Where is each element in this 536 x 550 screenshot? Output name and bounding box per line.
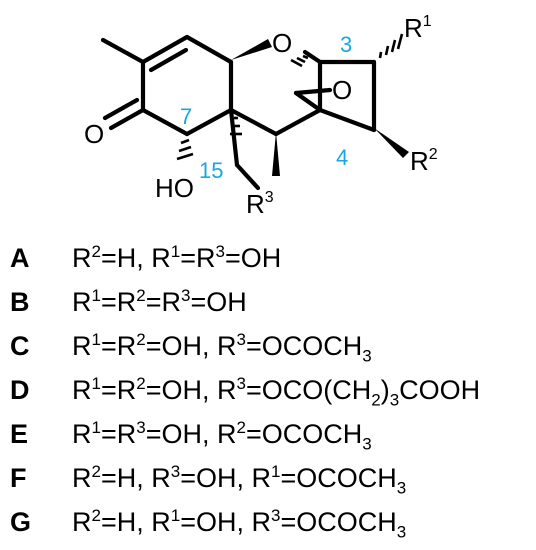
position-15-label: 15 xyxy=(199,158,223,183)
position-3-label: 3 xyxy=(340,32,352,57)
substituent-definition: R2=H, R1=R3=OH xyxy=(72,242,282,273)
substituent-definition: R1=R3=OH, R2=OCOCH3 xyxy=(72,418,372,454)
compound-key: D xyxy=(10,375,30,405)
position-4-label: 4 xyxy=(336,145,348,170)
substituent-definition: R2=H, R3=OH, R1=OCOCH3 xyxy=(72,462,407,498)
position-7-label: 7 xyxy=(180,104,192,129)
compound-key: G xyxy=(10,507,32,537)
trichothecene-structure: O O O HO R1 R2 R3 3 4 7 15 xyxy=(84,13,438,219)
ketone-oxygen-label: O xyxy=(84,119,104,149)
epoxide-oxygen-label: O xyxy=(332,75,352,105)
r2-label: R2 xyxy=(410,146,438,176)
substituent-definition: R1=R2=OH, R3=OCO(CH2)3COOH xyxy=(72,374,481,410)
wedge-bond xyxy=(374,128,409,158)
compound-key: B xyxy=(10,287,30,317)
ring-oxygen-label: O xyxy=(272,28,292,58)
wedge-bond xyxy=(231,39,272,60)
hashed-bonds xyxy=(176,33,404,161)
r3-label: R3 xyxy=(246,189,274,219)
substituent-definition: R2=H, R1=OH, R3=OCOCH3 xyxy=(72,506,407,542)
hydroxyl-label: HO xyxy=(155,173,194,203)
substituent-definition: R1=R2=OH, R3=OCOCH3 xyxy=(72,330,372,366)
compound-key: F xyxy=(10,463,27,493)
ring-bonds xyxy=(100,34,377,191)
substituent-definition: R1=R2=R3=OH xyxy=(72,286,247,317)
r1-label: R1 xyxy=(404,13,432,43)
wedge-bond xyxy=(272,132,280,176)
compound-key: A xyxy=(10,243,30,273)
compound-key: C xyxy=(10,331,30,361)
compound-key: E xyxy=(10,419,29,449)
